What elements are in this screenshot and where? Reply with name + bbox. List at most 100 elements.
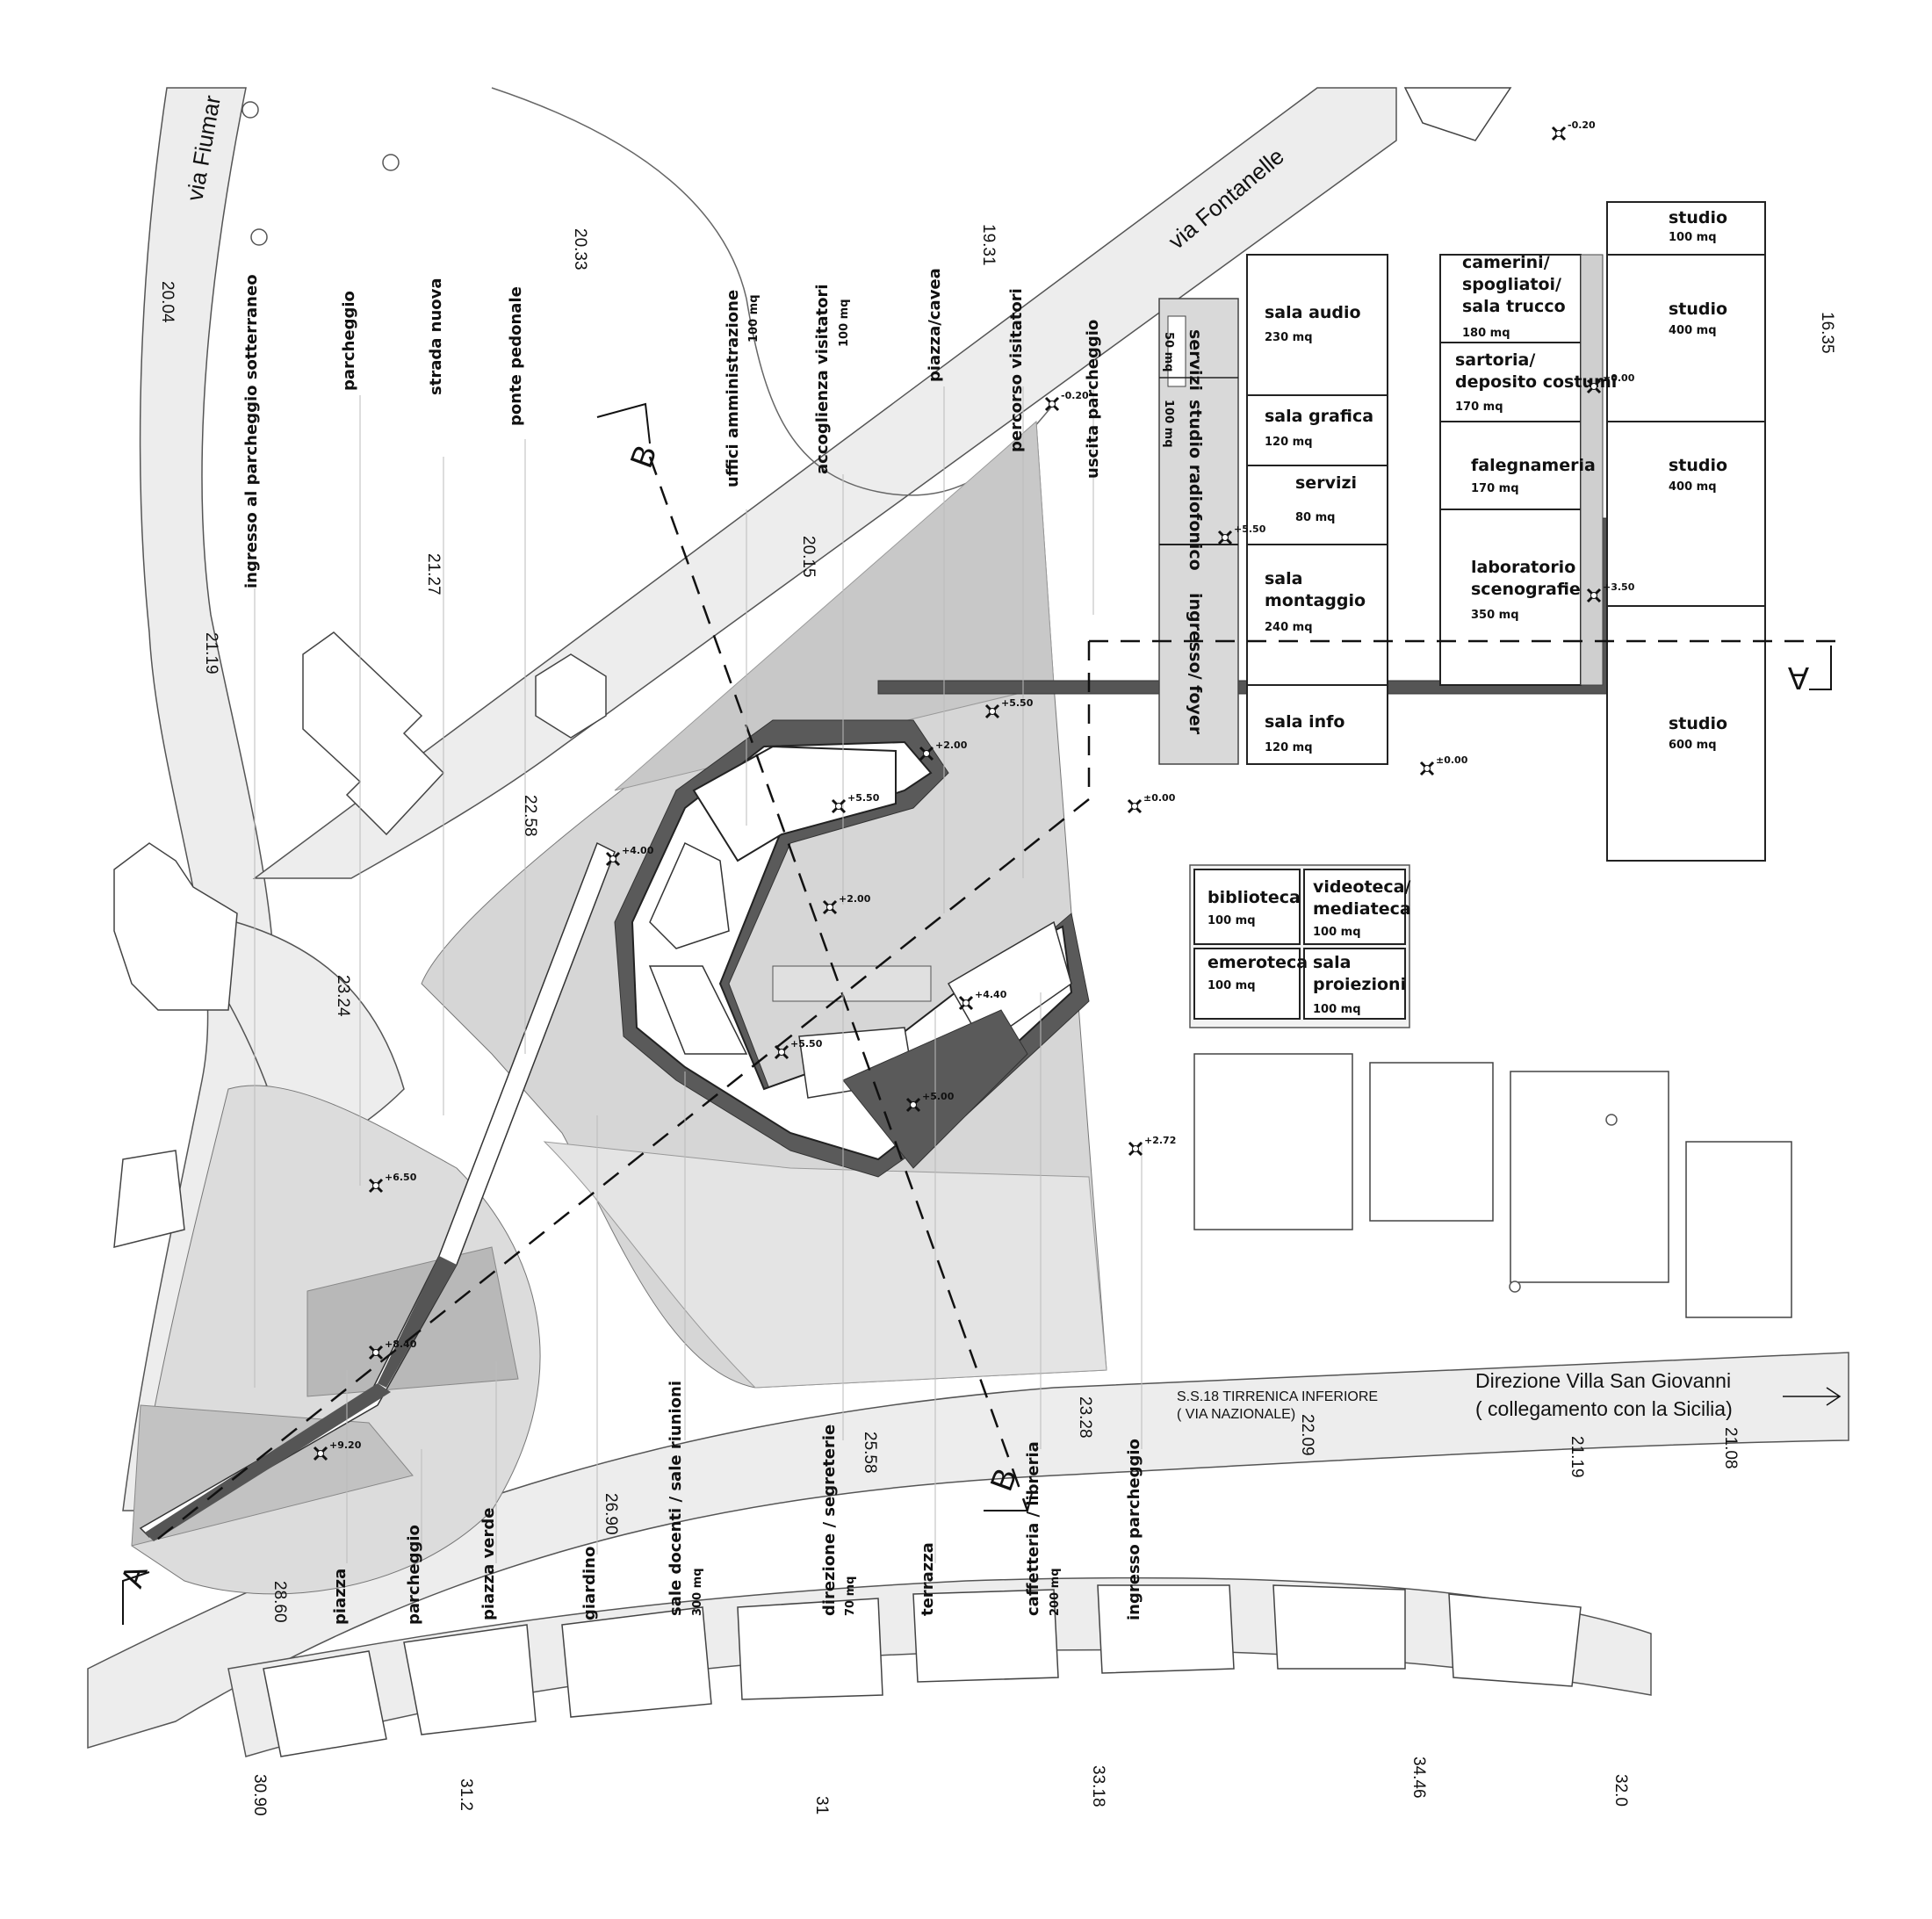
label-ponte-pedonale: ponte pedonale (507, 286, 525, 426)
area-studio-1: 100 mq (1669, 231, 1717, 244)
elevation-marker: +4.40 (958, 989, 1007, 1011)
area-laboratorio: 350 mq (1471, 609, 1519, 622)
spot-height: 21.19 (1568, 1436, 1586, 1478)
room-ingresso-foyer: ingresso/ foyer (1186, 593, 1205, 735)
room-sala-audio: sala audio (1265, 303, 1361, 322)
room-videoteca-2: mediateca (1313, 899, 1411, 919)
elevation-value: +5.50 (847, 792, 880, 804)
trees (242, 101, 1618, 1293)
room-laboratorio-2: scenografie (1471, 580, 1581, 599)
area-accoglienza-visitatori: 100 mq (838, 299, 851, 347)
room-sala-montaggio-1: sala (1265, 569, 1302, 588)
area-studio-4: 600 mq (1669, 739, 1717, 752)
elevation-marker: ±0.00 (1419, 754, 1468, 776)
spot-height: 21.27 (424, 553, 443, 595)
pedestrian-bridge (139, 841, 616, 1541)
room-studio-radiofonico: studio radiofonico (1186, 400, 1205, 571)
label-piazza: piazza (331, 1569, 350, 1625)
room-emeroteca: emeroteca (1208, 953, 1308, 972)
elevation-value: +3.50 (1603, 581, 1635, 593)
area-studio-radiofonico: 100 mq (1162, 400, 1175, 448)
room-sala-info: sala info (1265, 712, 1344, 732)
elevation-marker: ±0.00 (1586, 372, 1635, 394)
elevation-value: +5.50 (1001, 697, 1034, 709)
spot-height: 30.90 (250, 1774, 269, 1816)
spot-height: 21.19 (202, 632, 220, 675)
area-sala-audio: 230 mq (1265, 331, 1313, 344)
elevation-value: +8.40 (385, 1338, 417, 1350)
spot-height: 33.18 (1089, 1765, 1107, 1807)
spot-height: 31 (812, 1796, 831, 1814)
bottom-labels: piazza parcheggio piazza verde giardino … (331, 1381, 1143, 1625)
label-ingresso-parcheggio-sotterraneo: ingresso al parcheggio sotterraneo (242, 274, 261, 588)
area-caffetteria-libreria: 200 mq (1049, 1568, 1062, 1616)
elevation-value: -0.20 (1568, 119, 1596, 131)
elevation-value: +6.50 (385, 1172, 417, 1183)
label-piazza-cavea: piazza/cavea (926, 268, 944, 382)
area-direzione-segreterie: 70 mq (844, 1576, 857, 1616)
elevation-marker: +6.50 (368, 1172, 417, 1194)
elevation-value: +9.20 (329, 1439, 362, 1451)
elevation-marker: +2.72 (1128, 1135, 1176, 1157)
room-camerini-3: sala trucco (1462, 297, 1566, 316)
spot-height: 19.31 (979, 224, 998, 266)
spot-heights: 20.04 20.33 19.31 16.35 21.27 20.15 21.1… (158, 224, 1836, 1816)
spot-height: 20.04 (158, 281, 177, 323)
label-piazza-verde: piazza verde (479, 1508, 498, 1620)
library-block (1189, 864, 1410, 1028)
label-sale-docenti: sale docenti / sale riunioni (667, 1381, 685, 1616)
label-terrazza: terrazza (919, 1542, 937, 1616)
street-ss18-line1: S.S.18 TIRRENICA INFERIORE (1177, 1389, 1378, 1404)
direction-line1: Direzione Villa San Giovanni (1475, 1369, 1731, 1392)
spot-height: 28.60 (270, 1581, 289, 1623)
area-videoteca: 100 mq (1313, 926, 1361, 939)
road-ss18 (87, 1352, 1849, 1749)
elevation-value: ±0.00 (1143, 792, 1176, 804)
elevation-value: +4.40 (975, 989, 1007, 1000)
room-labels: servizi 50 mq studio radiofonico 100 mq … (1162, 208, 1727, 1016)
room-sartoria-1: sartoria/ (1455, 350, 1535, 370)
room-camerini-1: camerini/ (1462, 253, 1550, 272)
elevation-marker: +4.00 (605, 845, 654, 867)
elevation-marker: +8.40 (368, 1338, 417, 1360)
room-studio-2: studio (1669, 299, 1727, 319)
room-sala-proiezioni-2: proiezioni (1313, 975, 1406, 994)
spot-height: 16.35 (1818, 312, 1836, 354)
elevation-value: -0.20 (1061, 390, 1089, 401)
area-sala-proiezioni: 100 mq (1313, 1003, 1361, 1016)
context-buildings (113, 87, 1792, 1757)
room-studio-3: studio (1669, 456, 1727, 475)
label-accoglienza-visitatori: accoglienza visitatori (813, 284, 832, 474)
spot-height: 23.24 (334, 975, 352, 1017)
central-building (614, 719, 1090, 1178)
elevation-value: +4.00 (622, 845, 654, 856)
area-sala-grafica: 120 mq (1265, 436, 1313, 449)
elevation-value: +2.00 (935, 739, 968, 751)
elevation-value: +2.00 (839, 893, 871, 905)
elevation-marker: +2.00 (822, 893, 871, 915)
label-strada-nuova: strada nuova (427, 278, 445, 395)
elevation-marker: +5.50 (984, 697, 1034, 719)
spot-height: 22.09 (1298, 1414, 1316, 1456)
elevation-value: +5.50 (1234, 523, 1266, 535)
area-camerini: 180 mq (1462, 327, 1510, 340)
area-sartoria: 170 mq (1455, 400, 1503, 414)
area-emeroteca: 100 mq (1208, 979, 1256, 992)
elevation-value: ±0.00 (1603, 372, 1635, 384)
spot-height: 34.46 (1409, 1757, 1428, 1799)
spot-height: 26.90 (602, 1493, 620, 1535)
elevation-marker: -0.20 (1044, 390, 1089, 412)
room-videoteca-1: videoteca/ (1313, 877, 1410, 897)
elevation-marker: +5.50 (774, 1038, 823, 1060)
elevation-marker: +5.00 (905, 1091, 955, 1113)
label-parcheggio-top: parcheggio (340, 291, 358, 391)
section-lines (148, 456, 1844, 1547)
spot-height: 31.2 (457, 1778, 475, 1811)
room-studio-4: studio (1669, 714, 1727, 733)
elevation-marker: -0.20 (1551, 119, 1596, 141)
area-servizi-small: 50 mq (1162, 332, 1175, 372)
direction-line2: ( collegamento con la Sicilia) (1475, 1397, 1733, 1420)
area-biblioteca: 100 mq (1208, 914, 1256, 927)
area-sala-montaggio: 240 mq (1265, 621, 1313, 634)
